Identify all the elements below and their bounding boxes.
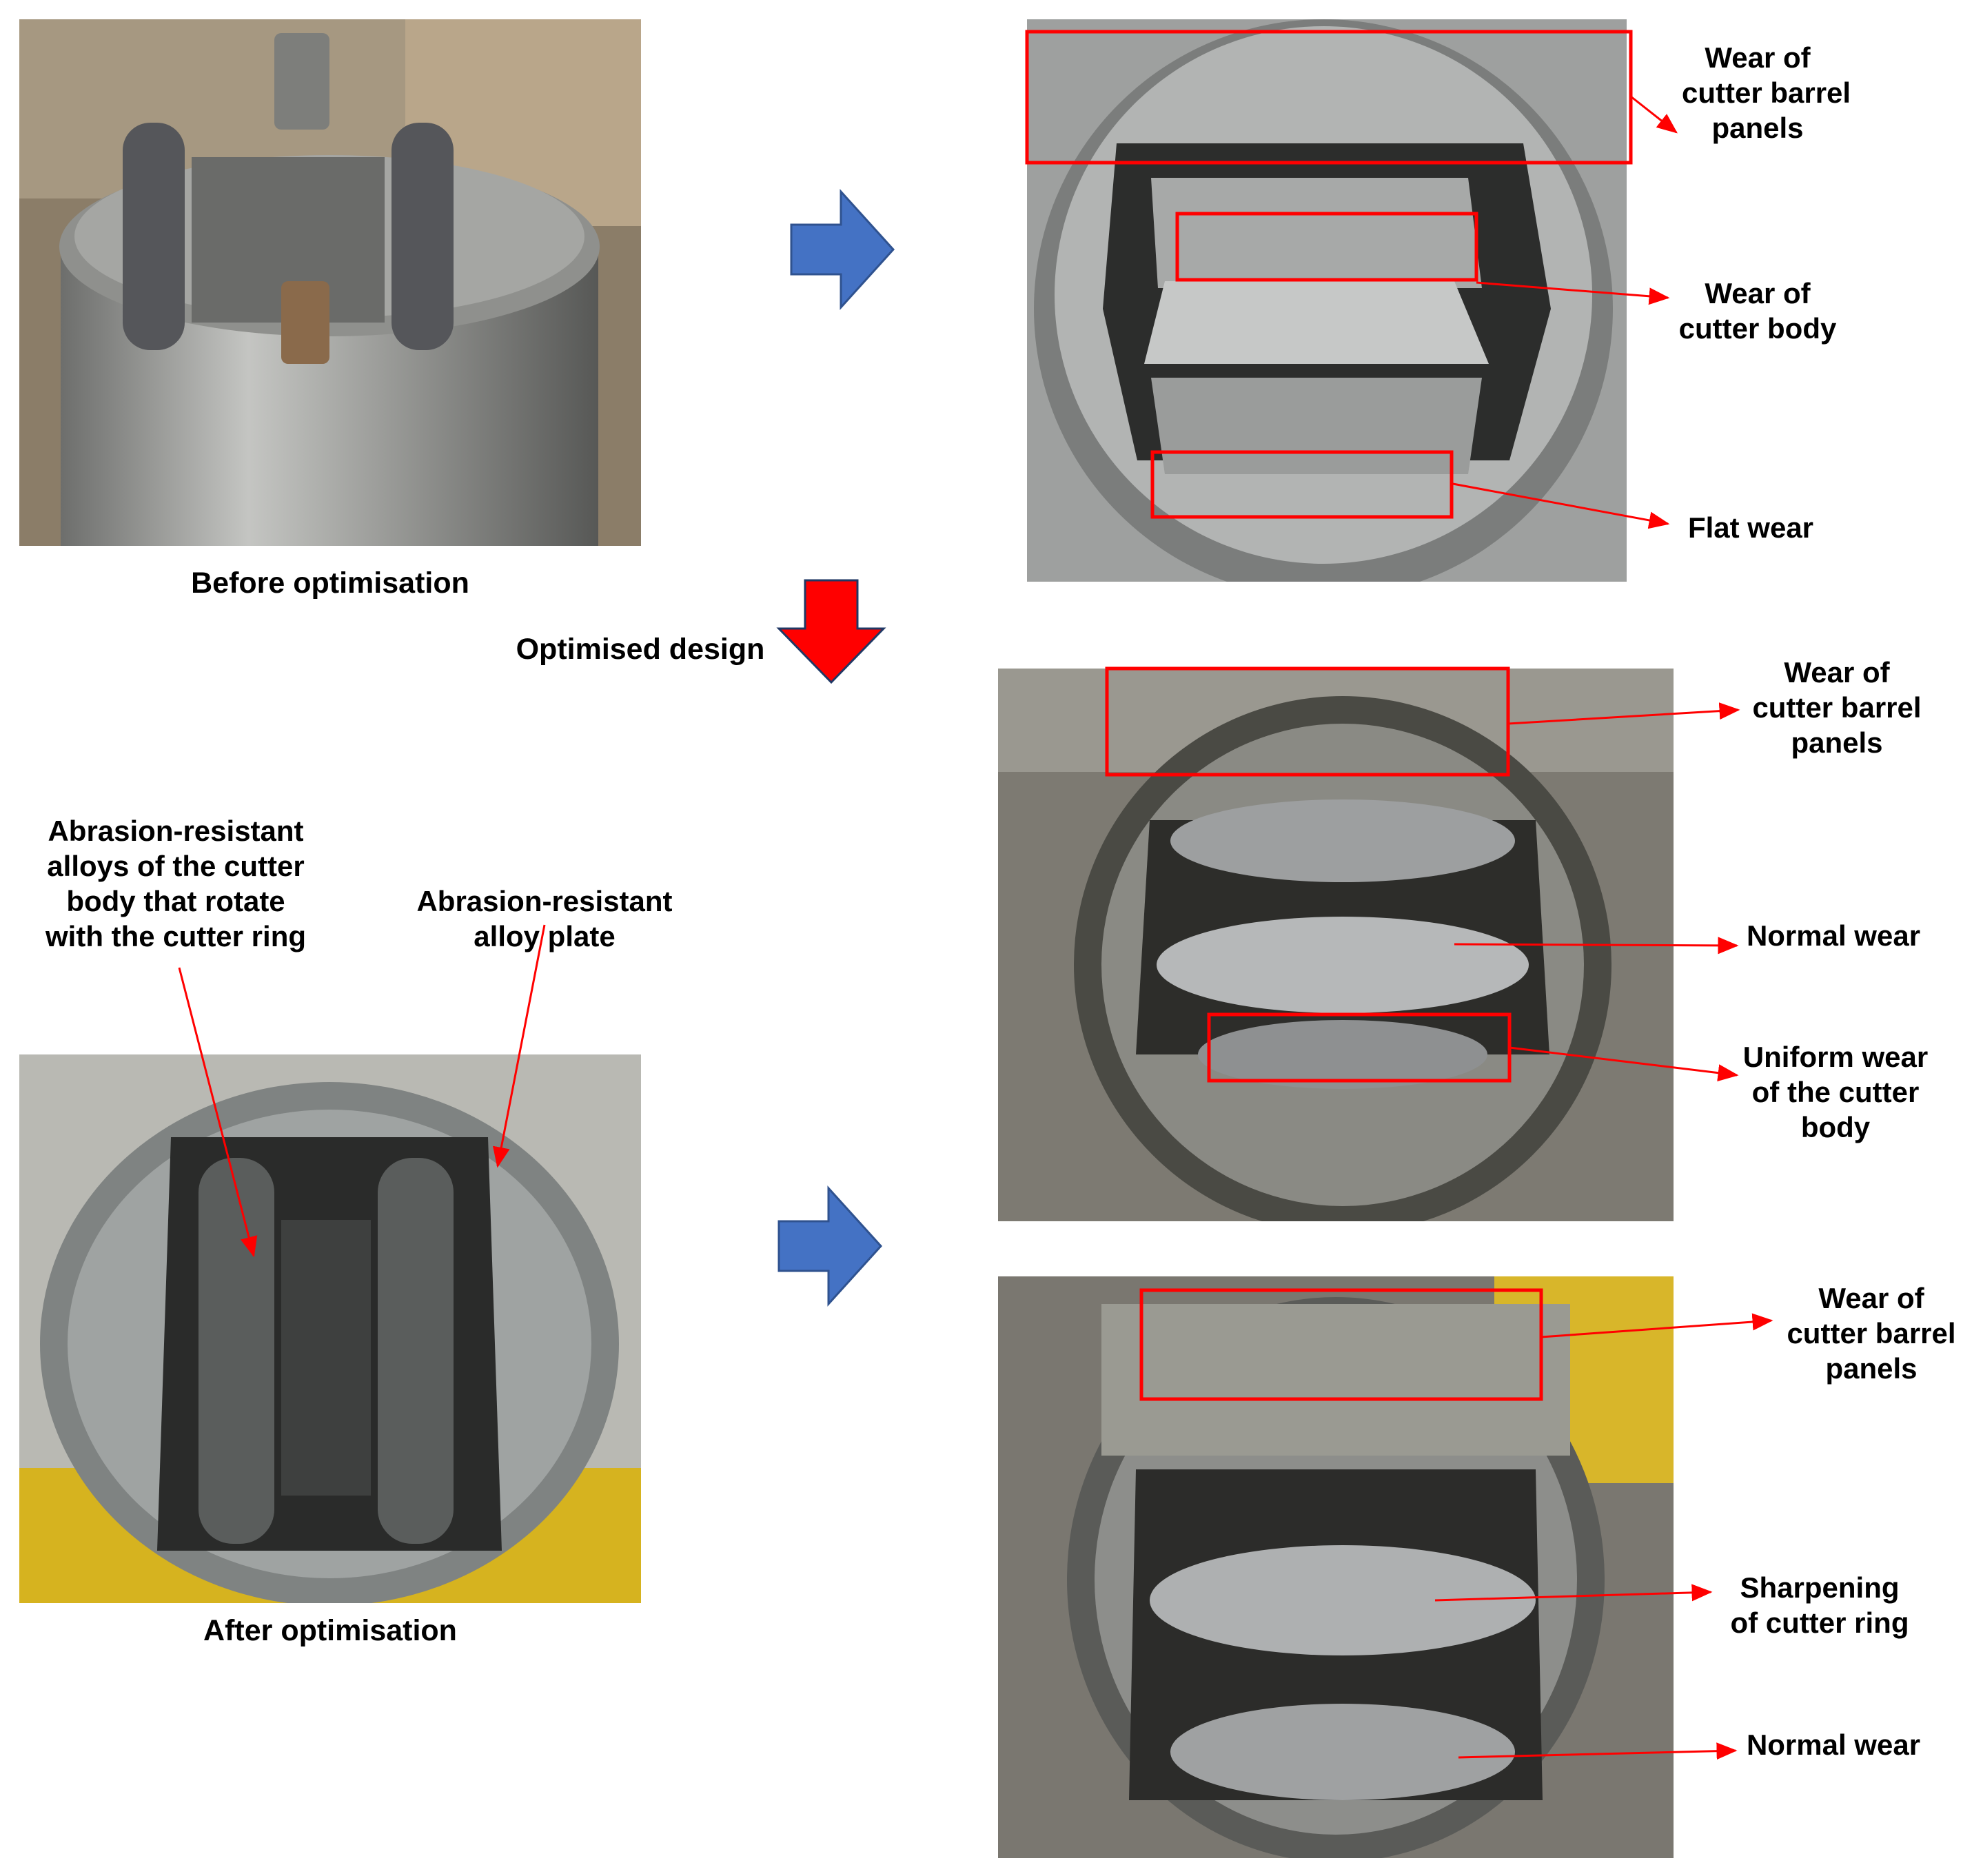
caption-before-optimisation: Before optimisation	[191, 567, 469, 600]
label-abrasion-resistant-alloys: Abrasion-resistant alloys of the cutter …	[45, 815, 306, 952]
photo-wear-after-2	[998, 1276, 1674, 1858]
photo-wear-after-1	[998, 669, 1674, 1221]
label-wear-cutter-body: Wear of cutter body	[1678, 277, 1837, 345]
label-wear-cutter-barrel-panels: Wear of cutter barrel panels	[1682, 41, 1851, 144]
label-uniform-wear: Uniform wear of the cutter body	[1742, 1041, 1929, 1143]
label-sharpening-cutter-ring: Sharpening of cutter ring	[1730, 1571, 1909, 1639]
photo-wear-before	[1027, 19, 1627, 582]
caption-after-optimisation: After optimisation	[203, 1614, 457, 1647]
blue-right-arrow-icon	[777, 1185, 883, 1307]
red-down-arrow-icon	[776, 579, 886, 684]
label-wear-cutter-barrel-panels: Wear of cutter barrel panels	[1752, 656, 1922, 759]
photo-before-optimisation	[19, 19, 641, 546]
photo-after-optimisation	[19, 1054, 641, 1603]
label-normal-wear: Normal wear	[1746, 919, 1921, 952]
label-abrasion-resistant-plate: Abrasion-resistant alloy plate	[416, 885, 673, 952]
label-normal-wear: Normal wear	[1746, 1729, 1921, 1761]
caption-optimised-design: Optimised design	[516, 633, 765, 666]
label-wear-cutter-barrel-panels: Wear of cutter barrel panels	[1787, 1282, 1956, 1385]
leader-line	[1630, 95, 1678, 134]
label-flat-wear: Flat wear	[1687, 511, 1814, 544]
blue-right-arrow-icon	[790, 189, 895, 310]
